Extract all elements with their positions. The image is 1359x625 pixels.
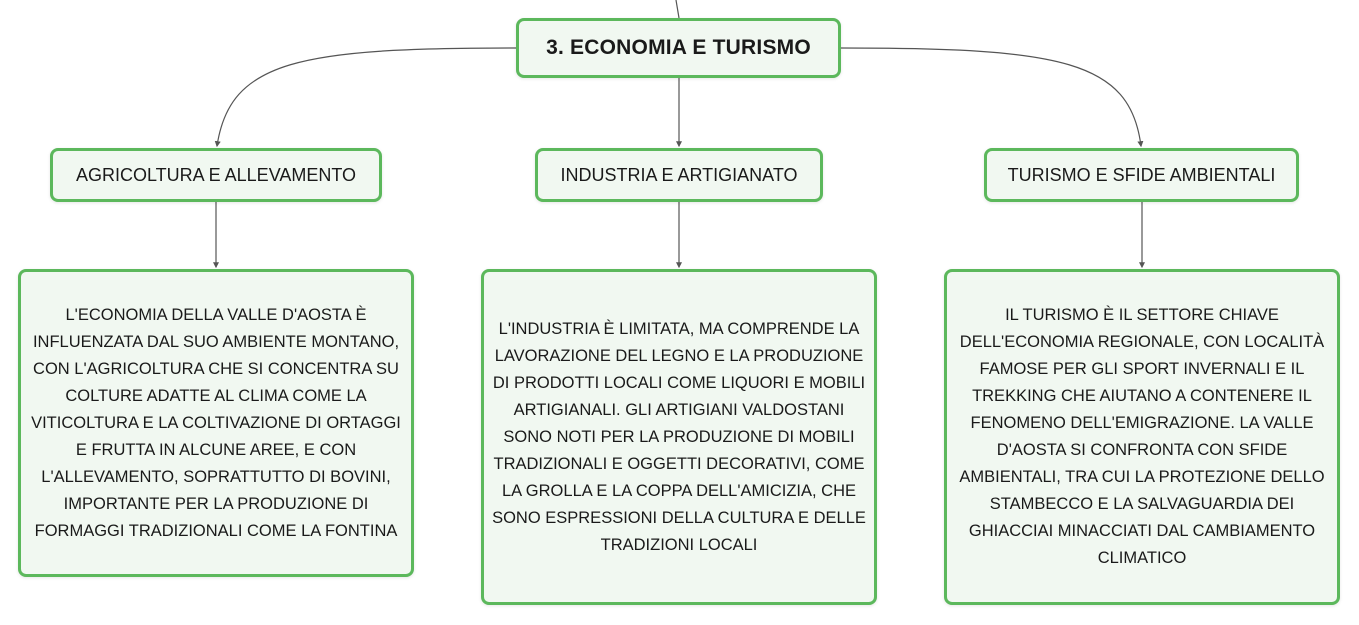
branch-turismo[interactable]: TURISMO E SFIDE AMBIENTALI — [984, 148, 1299, 202]
root-to-branch-3-connector — [840, 47, 1144, 148]
detail-industria[interactable]: L'INDUSTRIA È LIMITATA, MA COMPRENDE LA … — [481, 269, 877, 605]
branch-label: INDUSTRIA E ARTIGIANATO — [560, 164, 798, 185]
parent-connector — [675, 0, 680, 19]
branch-industria[interactable]: INDUSTRIA E ARTIGIANATO — [535, 148, 823, 202]
branch-label: TURISMO E SFIDE AMBIENTALI — [1007, 164, 1276, 185]
detail-text: IL TURISMO È IL SETTORE CHIAVE DELL'ECON… — [959, 306, 1325, 567]
root-topic-label: 3. ECONOMIA E TURISMO — [546, 36, 811, 59]
branch-label: AGRICOLTURA E ALLEVAMENTO — [75, 164, 357, 185]
detail-text: L'INDUSTRIA È LIMITATA, MA COMPRENDE LA … — [492, 319, 866, 554]
detail-text: L'ECONOMIA DELLA VALLE D'AOSTA È INFLUEN… — [31, 305, 401, 540]
root-to-branch-1-connector — [214, 47, 517, 148]
root-topic[interactable]: 3. ECONOMIA E TURISMO — [516, 18, 841, 78]
detail-agricoltura[interactable]: L'ECONOMIA DELLA VALLE D'AOSTA È INFLUEN… — [18, 269, 414, 577]
branch-agricoltura[interactable]: AGRICOLTURA E ALLEVAMENTO — [50, 148, 382, 202]
detail-turismo[interactable]: IL TURISMO È IL SETTORE CHIAVE DELL'ECON… — [944, 269, 1340, 605]
